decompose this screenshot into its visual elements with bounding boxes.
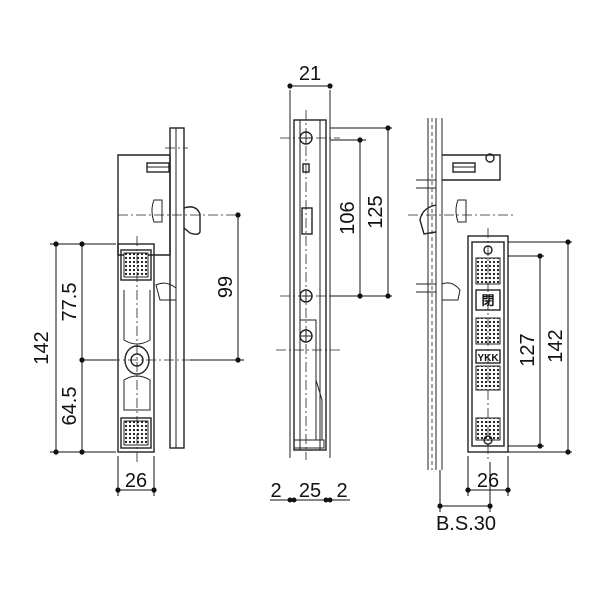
side-bottom-mid-label: 25: [299, 480, 321, 502]
back-inner-label: 127: [517, 333, 539, 366]
front-height-label: 142: [31, 331, 53, 364]
backset-label: B.S.30: [436, 513, 496, 535]
side-top-width-label: 21: [299, 63, 321, 85]
back-outer-label: 142: [545, 329, 567, 362]
back-width-label: 26: [477, 470, 499, 492]
side-outer-label: 125: [365, 195, 387, 228]
front-upper-label: 77.5: [59, 283, 81, 322]
front-lower-label: 64.5: [59, 387, 81, 426]
front-width-label: 26: [125, 470, 147, 492]
front-hook-label: 99: [215, 276, 237, 298]
side-view: 21 106 125 2 25 2: [270, 63, 392, 503]
front-view: 142 77.5 64.5 26 99: [31, 127, 244, 496]
side-inner-label: 106: [337, 201, 359, 234]
side-bottom-right-label: 2: [336, 480, 347, 502]
back-view: 閉 YKK 127 142 26 B.S.30: [408, 118, 572, 535]
side-bottom-left-label: 2: [270, 480, 281, 502]
